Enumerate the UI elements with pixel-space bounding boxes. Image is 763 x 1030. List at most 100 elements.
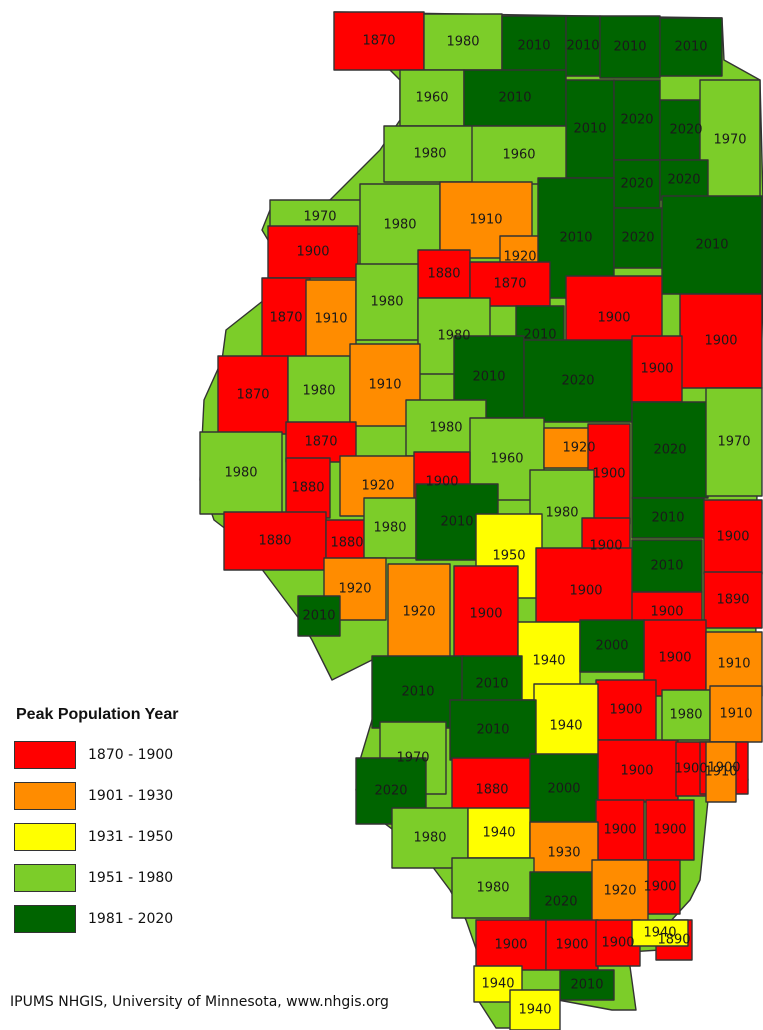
county-label-70: 2000 bbox=[595, 639, 628, 654]
county-4 bbox=[565, 15, 601, 77]
legend-swatch-1931-1950 bbox=[14, 822, 76, 851]
county-13 bbox=[383, 125, 477, 183]
county-label-17: 1970 bbox=[303, 210, 336, 225]
county-label-52: 1880 bbox=[258, 534, 291, 549]
county-label-1: 1870 bbox=[362, 34, 395, 49]
county-label-60: 1900 bbox=[569, 584, 602, 599]
county-label-54: 1980 bbox=[373, 521, 406, 536]
county-12 bbox=[699, 79, 761, 201]
county-label-71: 1900 bbox=[609, 703, 642, 718]
county-label-24: 1880 bbox=[427, 267, 460, 282]
county-label-22: 2020 bbox=[621, 231, 654, 246]
county-label-10: 2020 bbox=[620, 113, 653, 128]
county-label-91: 1900 bbox=[643, 880, 676, 895]
county-76 bbox=[661, 689, 711, 741]
source-credit: IPUMS NHGIS, University of Minnesota, ww… bbox=[10, 994, 389, 1010]
county-label-79: 2010 bbox=[476, 723, 509, 738]
county-label-50: 1900 bbox=[592, 467, 625, 482]
county-label-45: 2020 bbox=[653, 443, 686, 458]
county-label-15: 2020 bbox=[620, 177, 653, 192]
county-label-88: 1980 bbox=[413, 831, 446, 846]
county-label-46: 1970 bbox=[717, 435, 750, 450]
county-89 bbox=[467, 807, 531, 859]
county-label-76: 1980 bbox=[669, 708, 702, 723]
county-label-48: 1920 bbox=[361, 479, 394, 494]
county-90 bbox=[595, 799, 645, 861]
county-24 bbox=[417, 249, 471, 299]
county-label-31: 1900 bbox=[597, 311, 630, 326]
county-70 bbox=[579, 619, 645, 673]
county-45 bbox=[631, 401, 709, 499]
county-label-57: 2010 bbox=[651, 511, 684, 526]
county-labels: 1870 1980 2010 2010 2010 2010 1960 2010 2010 2020… bbox=[224, 34, 752, 1018]
legend-item-4: 1951 - 1980 bbox=[14, 857, 244, 898]
county-label-77: 1910 bbox=[719, 707, 752, 722]
county-102 bbox=[559, 969, 615, 1001]
county-label-87: 2020 bbox=[374, 784, 407, 799]
county-label-65: 1920 bbox=[402, 605, 435, 620]
county-label-42: 1980 bbox=[224, 466, 257, 481]
county-label-9: 2010 bbox=[573, 122, 606, 137]
county-label-93: 1980 bbox=[476, 881, 509, 896]
county-3 bbox=[501, 15, 567, 77]
county-label-63: 1890 bbox=[716, 593, 749, 608]
county-label-66: 1900 bbox=[469, 607, 502, 622]
county-label-62: 1900 bbox=[650, 605, 683, 620]
legend-item-1: 1870 - 1900 bbox=[14, 734, 244, 775]
county-label-3: 2010 bbox=[517, 39, 550, 54]
county-100 bbox=[631, 919, 689, 947]
legend-label-5: 1981 - 2020 bbox=[88, 910, 174, 927]
county-label-39: 1900 bbox=[640, 362, 673, 377]
county-54 bbox=[363, 497, 417, 559]
county-71 bbox=[595, 679, 657, 741]
legend-title: Peak Population Year bbox=[16, 706, 179, 723]
county-label-67: 1900 bbox=[658, 651, 691, 666]
legend-item-5: 1981 - 2020 bbox=[14, 898, 244, 939]
legend-swatch-1901-1930 bbox=[14, 781, 76, 810]
county-label-30: 1980 bbox=[437, 329, 470, 344]
legend-label-2: 1901 - 1930 bbox=[88, 787, 174, 804]
county-label-92: 1930 bbox=[547, 846, 580, 861]
county-46 bbox=[705, 387, 763, 497]
county-16 bbox=[659, 159, 709, 201]
county-label-61: 2010 bbox=[650, 559, 683, 574]
county-label-83: 1900 bbox=[653, 823, 686, 838]
county-label-14: 1960 bbox=[502, 148, 535, 163]
county-79 bbox=[449, 699, 537, 761]
county-label-102: 2010 bbox=[570, 978, 603, 993]
county-label-90: 1900 bbox=[603, 823, 636, 838]
legend-swatch-1870-1900 bbox=[14, 740, 76, 769]
county-35 bbox=[287, 355, 351, 427]
county-label-28: 1910 bbox=[314, 312, 347, 327]
county-label-40: 1980 bbox=[429, 421, 462, 436]
county-label-74: 2010 bbox=[475, 677, 508, 692]
county-39 bbox=[631, 335, 683, 403]
county-9 bbox=[565, 79, 615, 179]
county-cells bbox=[199, 11, 763, 1030]
county-label-36: 1910 bbox=[368, 378, 401, 393]
county-label-38: 2020 bbox=[561, 374, 594, 389]
legend-swatch-1951-1980 bbox=[14, 863, 76, 892]
county-label-23: 1900 bbox=[296, 245, 329, 260]
county-label-11: 2020 bbox=[669, 123, 702, 138]
county-26 bbox=[661, 195, 763, 295]
county-label-35: 1980 bbox=[302, 384, 335, 399]
county-label-26: 2010 bbox=[695, 238, 728, 253]
county-label-51: 1980 bbox=[545, 506, 578, 521]
county-label-41: 1870 bbox=[304, 435, 337, 450]
county-47 bbox=[285, 457, 331, 519]
county-label-56: 1900 bbox=[589, 539, 622, 554]
county-label-18: 1980 bbox=[383, 218, 416, 233]
county-label-12: 1970 bbox=[713, 133, 746, 148]
county-label-80: 1900 bbox=[674, 762, 707, 777]
county-label-53: 1880 bbox=[330, 536, 363, 551]
county-label-58: 1900 bbox=[716, 530, 749, 545]
legend-label-4: 1951 - 1980 bbox=[88, 869, 174, 886]
county-label-33: 2010 bbox=[523, 328, 556, 343]
county-label-101: 1940 bbox=[481, 977, 514, 992]
county-6 bbox=[659, 17, 723, 77]
county-label-69: 1940 bbox=[532, 654, 565, 669]
county-label-49: 1900 bbox=[425, 475, 458, 490]
county-52 bbox=[223, 511, 327, 571]
county-label-6: 2010 bbox=[674, 40, 707, 55]
